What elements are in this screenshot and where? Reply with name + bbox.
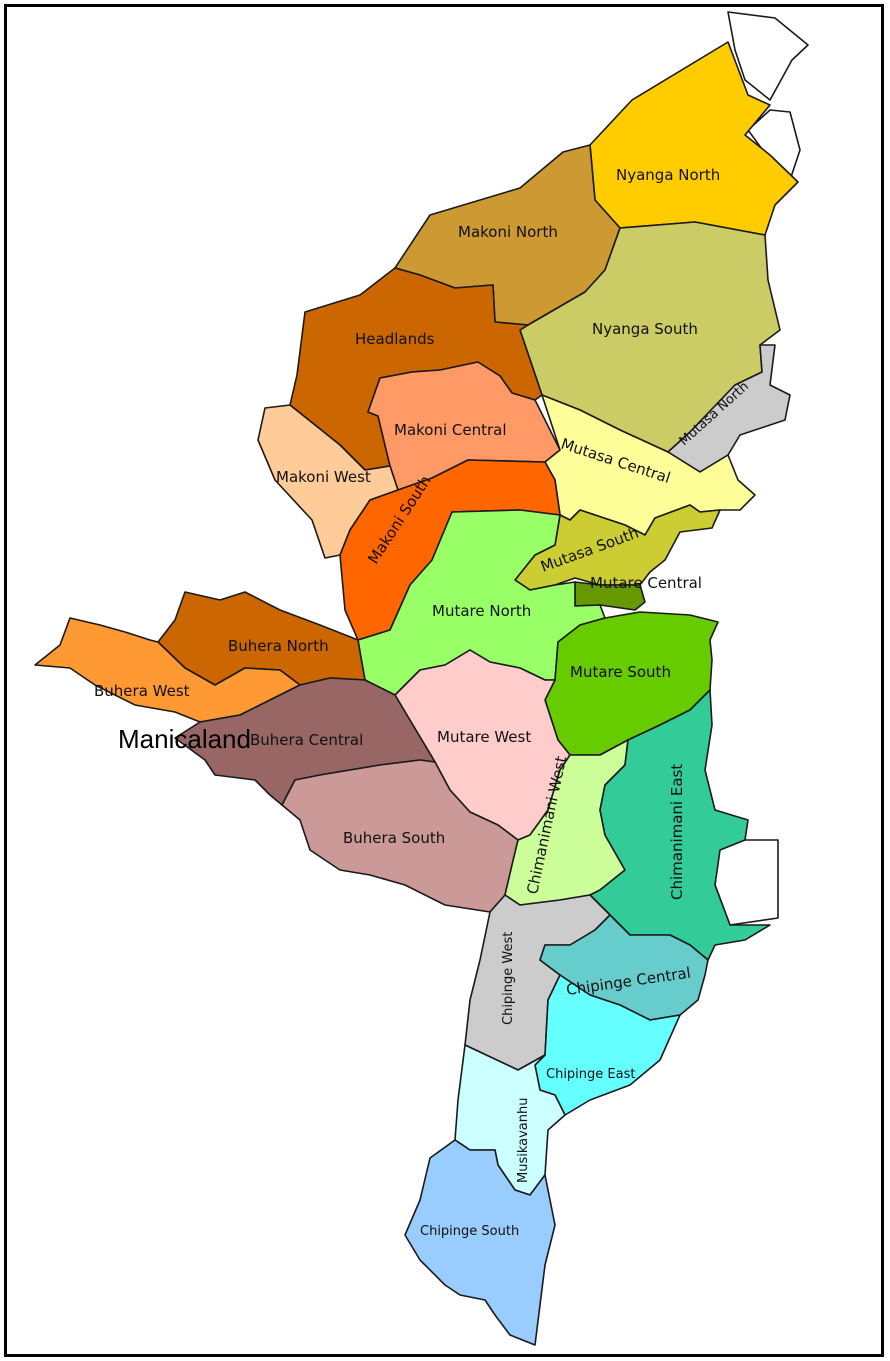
district-chipinge-central[interactable]: [539, 914, 709, 1021]
label-chipinge-west: Chipinge West: [501, 932, 516, 1025]
label-buhera-south: Buhera South: [343, 829, 445, 847]
label-chipinge-east: Chipinge East: [546, 1067, 635, 1082]
district-chipinge-south[interactable]: [404, 1139, 556, 1346]
label-chipinge-south: Chipinge South: [420, 1224, 519, 1239]
label-buhera-central: Buhera Central: [250, 731, 363, 749]
label-mutare-central: Mutare Central: [590, 574, 702, 592]
label-nyanga-north: Nyanga North: [616, 166, 720, 184]
province-title: Manicaland: [118, 724, 251, 754]
label-makoni-central: Makoni Central: [394, 421, 507, 439]
label-mutare-south: Mutare South: [570, 663, 671, 681]
label-musikavanhu: Musikavanhu: [516, 1098, 531, 1183]
district-chimanimani-east[interactable]: [589, 689, 771, 961]
label-mutare-west: Mutare West: [437, 728, 531, 746]
label-makoni-west: Makoni West: [276, 468, 371, 486]
label-mutare-north: Mutare North: [432, 602, 531, 620]
label-makoni-north: Makoni North: [458, 223, 558, 241]
unlabeled-area: [727, 11, 809, 101]
label-buhera-west: Buhera West: [94, 682, 190, 700]
label-buhera-north: Buhera North: [228, 637, 329, 655]
label-nyanga-south: Nyanga South: [592, 320, 698, 338]
label-chimanimani-east: Chimanimani East: [668, 764, 686, 900]
label-headlands: Headlands: [355, 330, 435, 348]
